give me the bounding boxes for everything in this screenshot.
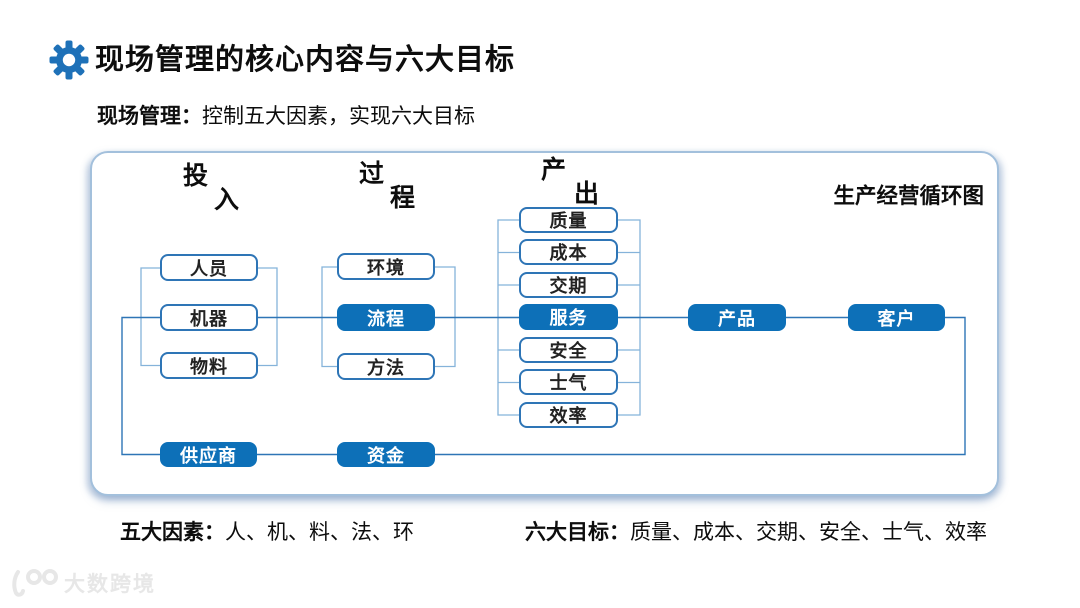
five-factors-line: 五大因素：人、机、料、法、环 — [120, 516, 414, 546]
node-method: 方法 — [337, 353, 435, 380]
node-delivery: 交期 — [519, 272, 618, 298]
node-safety: 安全 — [519, 337, 618, 363]
header-output-char2: 出 — [574, 180, 600, 208]
diagram-caption: 生产经营循环图 — [833, 184, 984, 208]
node-cost: 成本 — [519, 239, 618, 265]
node-quality: 质量 — [519, 207, 618, 233]
gear-icon — [48, 40, 90, 80]
node-efficiency: 效率 — [519, 402, 618, 428]
node-process: 流程 — [337, 304, 435, 331]
header-process-char1: 过 — [359, 160, 385, 188]
node-product: 产品 — [688, 304, 786, 331]
header-output-char1: 产 — [541, 156, 567, 184]
six-goals-text: 质量、成本、交期、安全、士气、效率 — [630, 521, 987, 544]
six-goals-label: 六大目标： — [525, 521, 630, 544]
header-input-char2: 入 — [214, 186, 240, 214]
page-title: 现场管理的核心内容与六大目标 — [95, 44, 516, 76]
six-goals-line: 六大目标：质量、成本、交期、安全、士气、效率 — [525, 516, 987, 546]
watermark-text: 大数跨境 — [64, 573, 156, 596]
node-customer: 客户 — [848, 304, 945, 331]
node-funds: 资金 — [337, 442, 435, 467]
node-morale: 士气 — [519, 369, 618, 395]
five-factors-text: 人、机、料、法、环 — [225, 521, 414, 544]
watermark: 大数跨境 — [8, 566, 156, 600]
brand-logo-icon — [8, 566, 60, 600]
five-factors-label: 五大因素： — [120, 521, 225, 544]
node-material: 物料 — [160, 352, 258, 379]
header-process-char2: 程 — [390, 184, 416, 212]
subtitle-label: 现场管理： — [97, 105, 202, 128]
node-environment: 环境 — [337, 253, 435, 280]
node-machine: 机器 — [160, 304, 258, 331]
node-service: 服务 — [519, 304, 618, 330]
header-input-char1: 投 — [183, 162, 209, 190]
subtitle: 现场管理：控制五大因素，实现六大目标 — [97, 100, 475, 130]
subtitle-text: 控制五大因素，实现六大目标 — [202, 105, 475, 128]
node-personnel: 人员 — [160, 254, 258, 281]
node-supplier: 供应商 — [160, 442, 257, 467]
